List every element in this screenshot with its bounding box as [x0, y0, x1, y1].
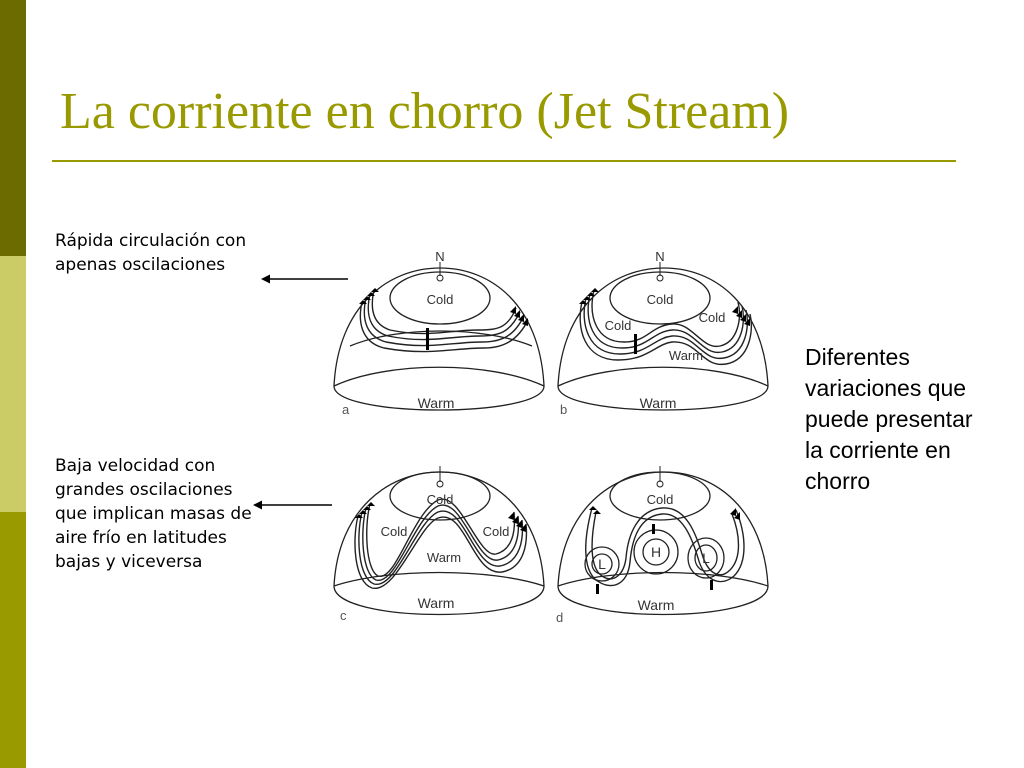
cold-right-label-c: Cold	[483, 524, 510, 539]
cold-label-a: Cold	[427, 292, 454, 307]
panel-letter-d: d	[556, 610, 563, 625]
cold-label-d: Cold	[647, 492, 674, 507]
warm-label-b: Warm	[640, 395, 677, 411]
arrow-fast-icon	[261, 274, 348, 284]
globe-diagram-b: N Cold Cold Cold Warm Warm b	[557, 249, 769, 417]
note-fast-circulation: Rápida circulación con apenas oscilacion…	[55, 231, 247, 275]
slide-title: La corriente en chorro (Jet Stream)	[60, 83, 790, 140]
globe-diagram-c: Cold Cold Cold Warm Warm c	[333, 466, 545, 623]
arrow-slow-icon	[253, 500, 332, 510]
globe-diagram-a: N Cold Warm a	[333, 249, 545, 417]
panel-letter-b: b	[560, 402, 567, 417]
warm-mid-label-b: Warm	[669, 348, 703, 363]
north-label-b: N	[655, 249, 664, 264]
cold-left-label-b: Cold	[605, 318, 632, 333]
warm-label-d: Warm	[638, 597, 675, 613]
warm-label-a: Warm	[418, 395, 455, 411]
sidebar-band-top	[0, 0, 26, 256]
sidebar-band-bottom	[0, 512, 26, 768]
note-slow-circulation: Baja velocidad con grandes oscilaciones …	[55, 456, 252, 572]
warm-mid-label-c: Warm	[427, 550, 461, 565]
globe-diagram-d: Cold H L L Warm d	[556, 466, 769, 625]
panel-letter-a: a	[342, 402, 350, 417]
low-right-label-d: L	[702, 550, 710, 566]
cold-label-b: Cold	[647, 292, 674, 307]
north-label-a: N	[435, 249, 444, 264]
low-left-label-d: L	[598, 556, 606, 572]
panel-letter-c: c	[340, 608, 347, 623]
title-underline	[52, 160, 956, 162]
warm-label-c: Warm	[418, 595, 455, 611]
high-pressure-label-d: H	[651, 544, 661, 560]
cold-right-label-b: Cold	[699, 310, 726, 325]
sidebar-band-middle	[0, 256, 26, 512]
cold-label-c: Cold	[427, 492, 454, 507]
cold-left-label-c: Cold	[381, 524, 408, 539]
note-variations: Diferentes variaciones que puede present…	[805, 344, 973, 494]
